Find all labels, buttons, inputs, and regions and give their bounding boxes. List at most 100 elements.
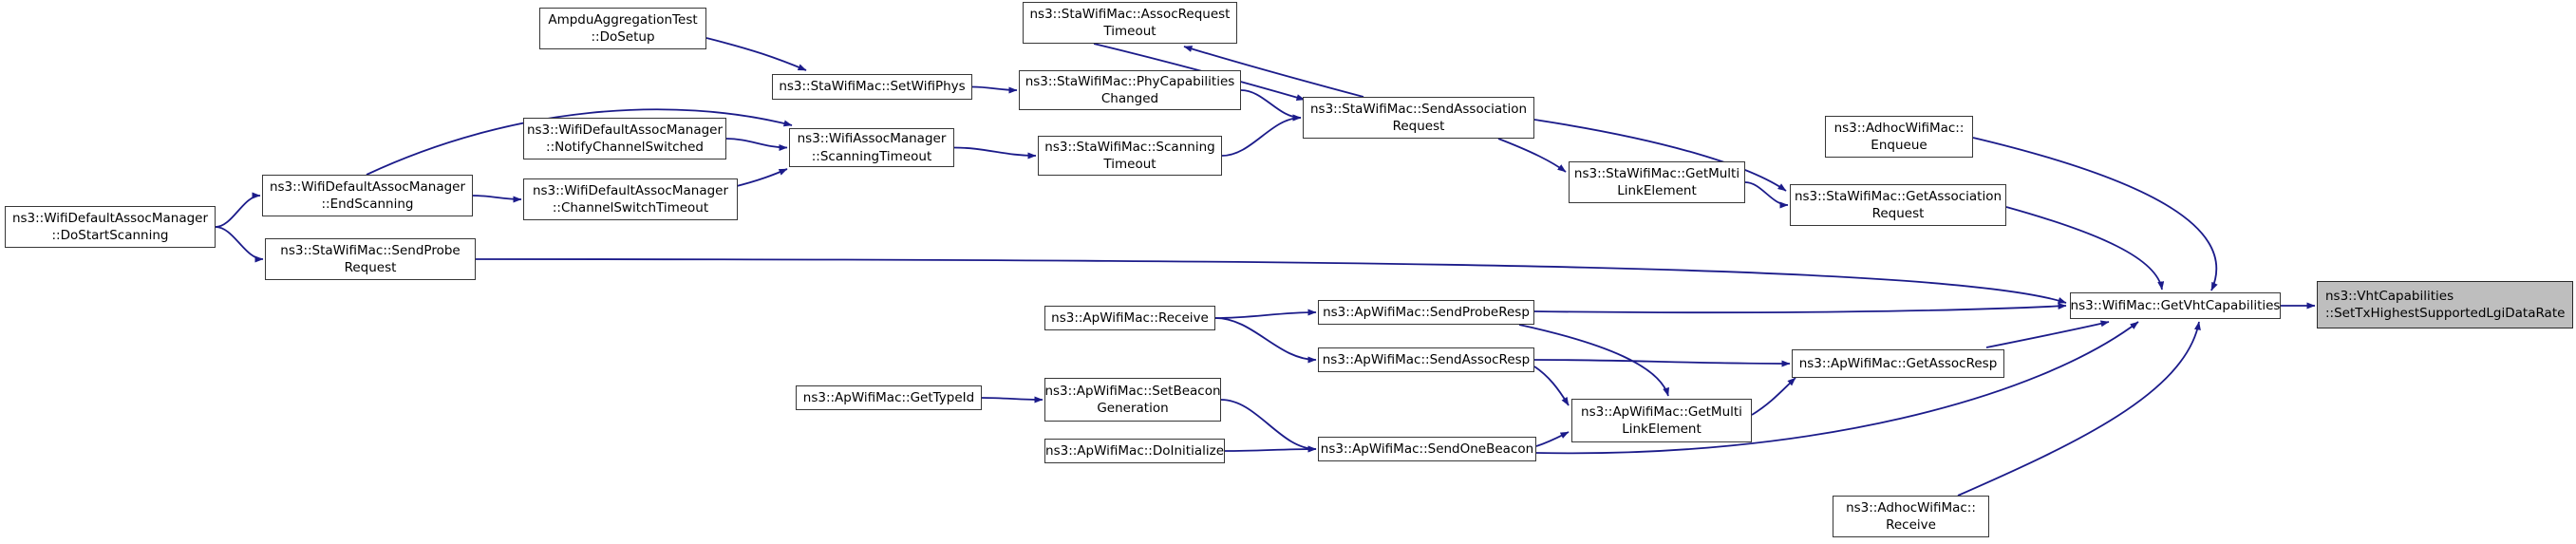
edge-sta-sendassocreq--sta-assocreq-timeout xyxy=(1183,46,1364,98)
graph-node-label: Request xyxy=(1392,119,1445,134)
edge-ap-getassocresp--wifimac-getvhtcaps xyxy=(1985,320,2110,348)
graph-node-label: ns3::ApWifiMac::SendOneBeacon xyxy=(1320,441,1534,457)
graph-node-label: Enqueue xyxy=(1871,138,1927,153)
graph-node-label: ns3::ApWifiMac::GetAssocResp xyxy=(1798,355,1998,371)
graph-node-ap-sendproberesp[interactable]: ns3::ApWifiMac::SendProbeResp xyxy=(1318,300,1534,325)
edge-ap-setbeacongen--ap-sendonebeacon xyxy=(1220,399,1317,453)
edge-sta-sendassocreq--sta-getmultilink xyxy=(1497,138,1567,173)
graph-node-label: ::ScanningTimeout xyxy=(811,148,932,164)
edge-ap-sendproberesp--ap-getmultilink xyxy=(1518,324,1669,397)
graph-node-ap-receive[interactable]: ns3::ApWifiMac::Receive xyxy=(1044,306,1215,330)
graph-node-label: ns3::StaWifiMac::AssocRequest xyxy=(1029,6,1231,22)
graph-node-label: LinkElement xyxy=(1622,422,1702,437)
graph-node-label: ::DoSetup xyxy=(591,29,655,45)
edge-wdam-dostartscanning--wdam-endscanning xyxy=(215,192,261,228)
graph-node-label: ns3::ApWifiMac::SendAssocResp xyxy=(1322,351,1531,367)
graph-node-ap-sendassocresp[interactable]: ns3::ApWifiMac::SendAssocResp xyxy=(1318,347,1534,372)
graph-node-wifimac-getvhtcaps[interactable]: ns3::WifiMac::GetVhtCapabilities xyxy=(2070,292,2281,319)
graph-node-label: ns3::ApWifiMac::DoInitialize xyxy=(1045,442,1224,459)
graph-node-label: ns3::AdhocWifiMac:: xyxy=(1846,499,1976,516)
graph-node-label: ::SetTxHighestSupportedLgiDataRate xyxy=(2325,306,2566,321)
graph-node-ap-doinitialize[interactable]: ns3::ApWifiMac::DoInitialize xyxy=(1044,439,1225,463)
graph-node-label: ns3::WifiDefaultAssocManager xyxy=(526,122,724,138)
graph-node-label: ns3::ApWifiMac::SetBeacon xyxy=(1044,383,1221,399)
edge-ap-sendassocresp--ap-getassocresp xyxy=(1533,359,1791,367)
graph-node-label: ns3::ApWifiMac::GetTypeId xyxy=(802,389,975,405)
edge-sta-sendprobereq--wifimac-getvhtcaps xyxy=(475,258,2067,304)
edge-ap-gettypeid--ap-setbeacongen xyxy=(981,396,1044,403)
edge-wdam-dostartscanning--sta-sendprobereq xyxy=(215,226,264,263)
graph-node-label: ns3::StaWifiMac::GetAssociation xyxy=(1794,188,2003,204)
edge-wam-scanningtimeout--sta-scanningtimeout xyxy=(953,146,1037,159)
edge-ap-doinitialize--ap-sendonebeacon xyxy=(1224,445,1317,453)
graph-node-label: ns3::WifiDefaultAssocManager xyxy=(11,210,209,226)
graph-node-label: ns3::WifiDefaultAssocManager xyxy=(269,178,466,195)
graph-node-label: ::DoStartScanning xyxy=(51,228,169,243)
graph-node-wdam-dostartscanning[interactable]: ns3::WifiDefaultAssocManager::DoStartSca… xyxy=(5,206,216,248)
graph-node-wam-scanningtimeout[interactable]: ns3::WifiAssocManager::ScanningTimeout xyxy=(789,128,954,167)
graph-node-label: ::ChannelSwitchTimeout xyxy=(552,200,709,216)
graph-node-label: ns3::WifiDefaultAssocManager xyxy=(532,182,729,198)
edge-wdam-endscanning--wdam-channelswitchtimeout xyxy=(472,195,522,203)
graph-node-wdam-channelswitchtimeout[interactable]: ns3::WifiDefaultAssocManager::ChannelSwi… xyxy=(523,178,738,220)
graph-node-ap-gettypeid[interactable]: ns3::ApWifiMac::GetTypeId xyxy=(796,385,982,410)
edge-sta-getassocreq--wifimac-getvhtcaps xyxy=(2005,206,2165,291)
graph-node-label: ns3::StaWifiMac::SendAssociation xyxy=(1309,101,1528,117)
graph-node-label: ns3::ApWifiMac::SendProbeResp xyxy=(1323,304,1530,320)
graph-node-label: ns3::StaWifiMac::SendProbe xyxy=(280,242,461,258)
edge-ap-getmultilink--ap-getassocresp xyxy=(1751,377,1796,416)
graph-node-label: ns3::WifiAssocManager xyxy=(797,131,947,147)
graph-node-wdam-notifychannelswitched[interactable]: ns3::WifiDefaultAssocManager::NotifyChan… xyxy=(523,118,726,159)
graph-node-label: Request xyxy=(1871,206,1925,221)
graph-node-label: ns3::ApWifiMac::GetMulti xyxy=(1581,403,1742,420)
edge-ap-receive--ap-sendproberesp xyxy=(1214,309,1317,319)
graph-node-ap-sendonebeacon[interactable]: ns3::ApWifiMac::SendOneBeacon xyxy=(1318,437,1536,461)
graph-node-label: LinkElement xyxy=(1617,183,1697,198)
graph-node-wdam-endscanning[interactable]: ns3::WifiDefaultAssocManager::EndScannin… xyxy=(262,175,473,216)
graph-node-adhoc-receive[interactable]: ns3::AdhocWifiMac::Receive xyxy=(1833,496,1989,537)
graph-node-label: Timeout xyxy=(1103,24,1156,39)
graph-node-label: ns3::StaWifiMac::Scanning xyxy=(1044,139,1215,155)
edge-wdam-channelswitchtimeout--wam-scanningtimeout xyxy=(732,168,788,188)
edge-wdam-notifychannelswitched--wam-scanningtimeout xyxy=(725,138,788,151)
edge-ampdu-dosetup--sta-setwifiphys xyxy=(705,37,807,71)
edge-adhoc-receive--wifimac-getvhtcaps xyxy=(1957,321,2201,497)
edge-wdam-endscanning--wam-scanningtimeout xyxy=(366,108,793,176)
graph-node-label: ns3::StaWifiMac::GetMulti xyxy=(1573,165,1740,181)
edge-ap-sendonebeacon--wifimac-getvhtcaps xyxy=(1535,321,2139,455)
graph-node-label: Generation xyxy=(1097,401,1169,416)
graph-node-label: AmpduAggregationTest xyxy=(548,11,698,28)
edge-sta-sendassocreq--sta-getassocreq xyxy=(1533,119,1787,192)
graph-node-label: ns3::WifiMac::GetVhtCapabilities xyxy=(2070,297,2281,313)
edge-ap-sendproberesp--wifimac-getvhtcaps xyxy=(1533,302,2067,314)
edge-sta-scanningtimeout--sta-sendassocreq xyxy=(1221,114,1302,157)
graph-node-label: Timeout xyxy=(1103,157,1156,172)
graph-node-label: ns3::VhtCapabilities xyxy=(2325,288,2454,304)
graph-node-label: Changed xyxy=(1100,91,1159,106)
graph-node-label: Receive xyxy=(1886,517,1936,533)
graph-node-adhoc-enqueue[interactable]: ns3::AdhocWifiMac::Enqueue xyxy=(1825,116,1973,158)
edge-ap-sendonebeacon--ap-getmultilink xyxy=(1535,431,1570,447)
graph-node-label: ns3::AdhocWifiMac:: xyxy=(1833,120,1965,136)
graph-node-ap-getassocresp[interactable]: ns3::ApWifiMac::GetAssocResp xyxy=(1792,349,2004,378)
edge-sta-getmultilink--sta-getassocreq xyxy=(1744,181,1789,209)
edge-ap-receive--ap-sendassocresp xyxy=(1214,317,1317,364)
edge-sta-setwifiphys--sta-phycaps-changed xyxy=(971,85,1018,94)
edge-adhoc-enqueue--wifimac-getvhtcaps xyxy=(1972,137,2218,291)
graph-node-sta-setwifiphys[interactable]: ns3::StaWifiMac::SetWifiPhys xyxy=(772,74,972,100)
graph-node-ampdu-dosetup[interactable]: AmpduAggregationTest::DoSetup xyxy=(539,8,706,49)
graph-node-label: ns3::StaWifiMac::PhyCapabilities xyxy=(1025,73,1235,89)
graph-node-label: ns3::StaWifiMac::SetWifiPhys xyxy=(779,79,966,95)
edge-sta-phycaps-changed--sta-sendassocreq xyxy=(1240,89,1302,122)
